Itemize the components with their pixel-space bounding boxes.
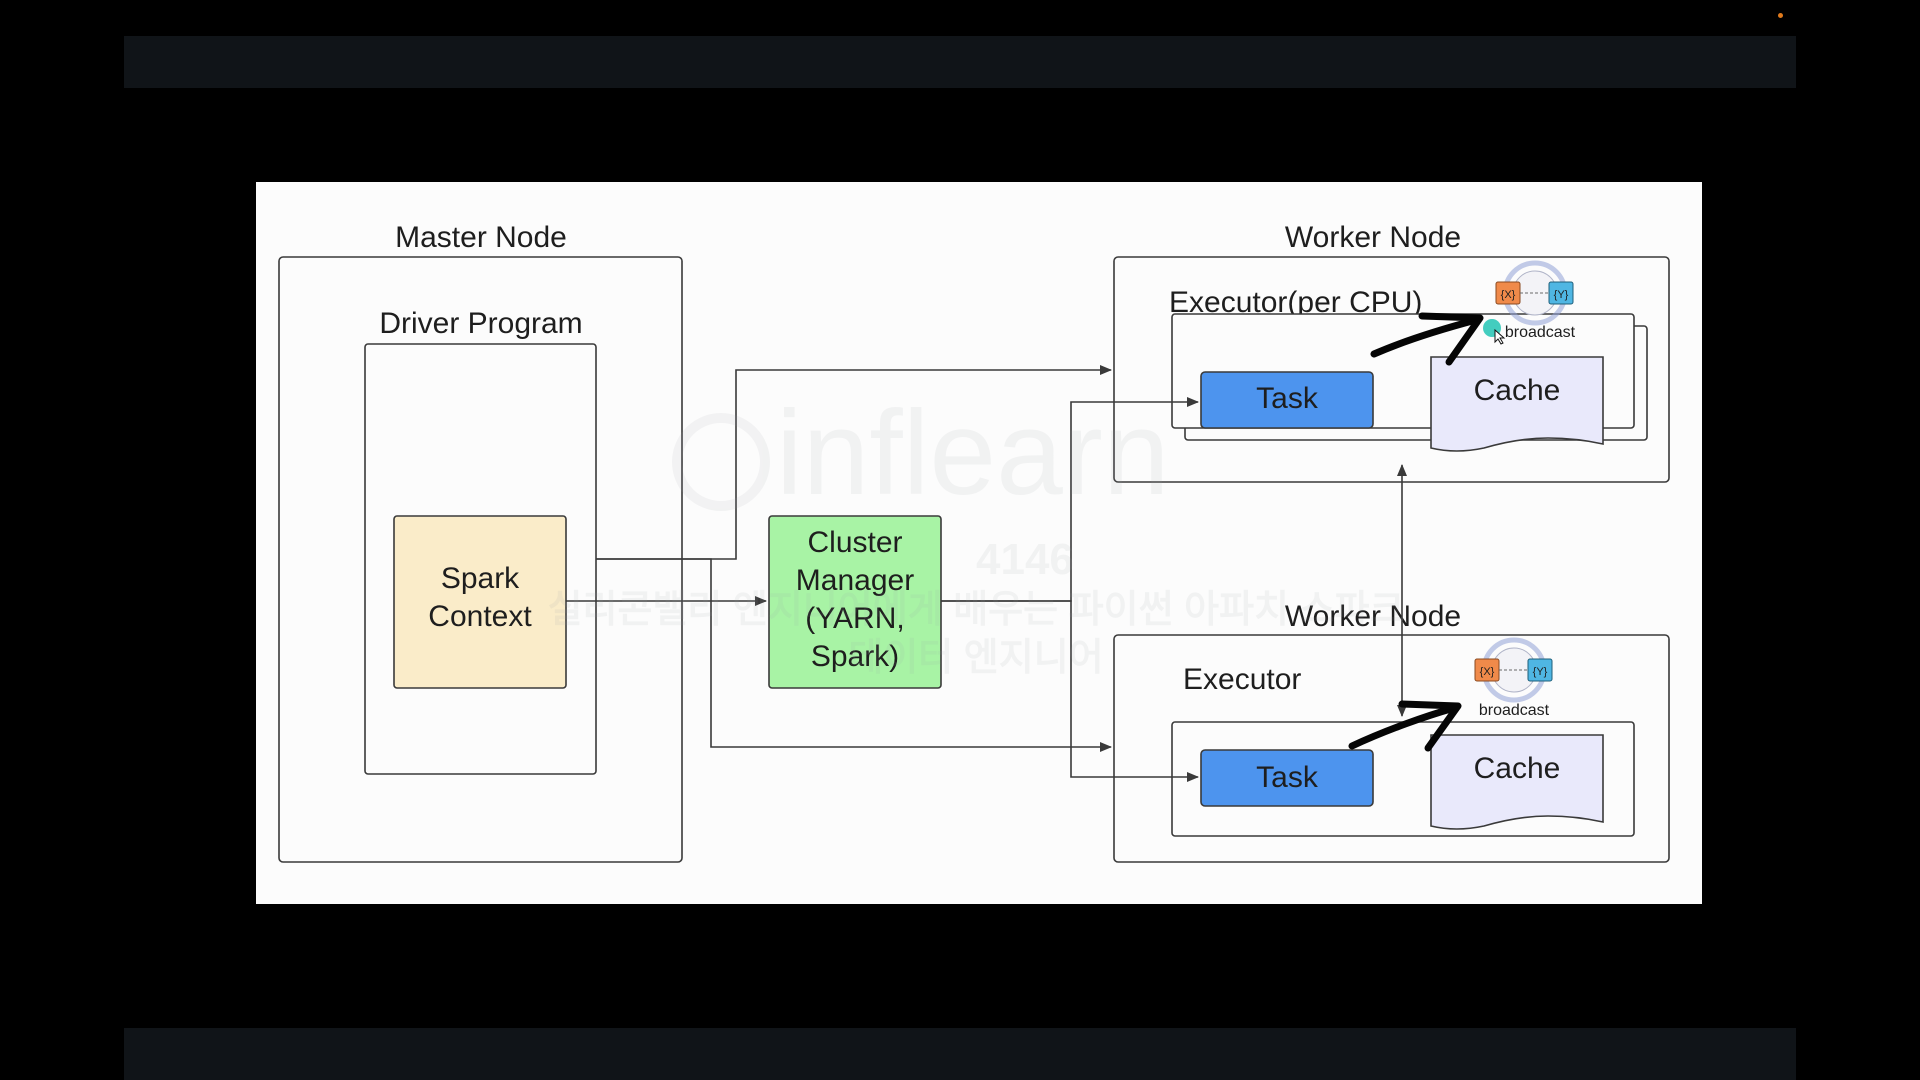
worker-node-1: Worker Node Executor(per CPU) Task Cache [1113,221,1670,483]
task-2-box: Task [1200,749,1374,807]
watermark-line2: 데이터 엔지니어 [848,637,1103,679]
task-2-label: Task [1256,761,1319,794]
cache-2-label: Cache [1474,752,1561,785]
worker-node-2-box [1113,634,1670,863]
worker-node-1-title: Worker Node [1285,221,1461,254]
master-node-title: Master Node [395,221,567,254]
cache-2-document: Cache [1430,734,1604,830]
master-node: Master Node Driver Program Spark Context [278,221,683,863]
recording-indicator-dot [1778,13,1783,18]
spark-context-label-line1: Spark [441,562,520,595]
worker-node-2-title: Worker Node [1285,600,1461,633]
cluster-manager-box: Cluster Manager (YARN, Spark) [768,515,942,689]
broadcast-1-y-icon [1548,281,1574,305]
broadcast-2-y-icon [1527,658,1553,682]
inflearn-watermark: inflearn 4146 실리콘밸리 엔지니어에게 배우는 파이썬 아파치 스… [548,386,1405,679]
annotation-arrow-2 [1348,700,1462,752]
cluster-manager-label-line4: Spark) [811,640,899,673]
cluster-manager-label-line2: Manager [796,564,914,597]
broadcast-1-icon: {X} {Y} broadcast [1495,260,1576,341]
broadcast-2-label: broadcast [1479,702,1550,719]
inflearn-logo-icon [672,413,770,511]
bottom-letterbox-bar [124,1028,1796,1080]
broadcast-2-icon: {X} {Y} broadcast [1474,637,1553,719]
broadcast-1-y-label: {Y} [1554,289,1569,301]
worker-node-1-box [1113,256,1670,483]
task-1-box: Task [1200,371,1374,429]
broadcast-1-label: broadcast [1505,324,1576,341]
broadcast-1-x-label: {X} [1501,289,1516,301]
broadcast-2-y-label: {Y} [1533,666,1548,678]
watermark-brand: inflearn [776,386,1170,520]
cluster-manager-label-line3: (YARN, [805,602,904,635]
executor-2-title: Executor [1183,663,1301,696]
driver-program: Driver Program Spark Context [364,307,597,775]
broadcast-2-x-label: {X} [1480,666,1495,678]
cache-1-label: Cache [1474,374,1561,407]
cluster-manager-label-line1: Cluster [807,526,902,559]
annotation-arrow-1 [1370,312,1484,366]
worker-node-2: Worker Node Executor Task Cache {X} [1113,600,1670,863]
mouse-cursor-icon [1494,328,1506,345]
cursor-pointer [1483,319,1506,345]
watermark-id: 4146 [976,535,1074,584]
spark-context-box: Spark Context [393,515,567,689]
top-letterbox-bar [124,36,1796,88]
connector-manager-to-task-2 [941,600,1199,782]
cache-1-document: Cache [1430,356,1604,452]
connectors [566,365,1407,782]
connector-driver-to-worker-2 [596,558,1112,752]
watermark-line1: 실리콘밸리 엔지니어에게 배우는 파이썬 아파치 스파크 [548,589,1405,631]
driver-program-title: Driver Program [379,307,582,340]
task-1-label: Task [1256,382,1319,415]
spark-context-label-line2: Context [428,600,532,633]
architecture-diagram: Master Node Driver Program Spark Context… [278,221,1670,863]
spark-architecture-slide: Master Node Driver Program Spark Context… [256,182,1702,904]
